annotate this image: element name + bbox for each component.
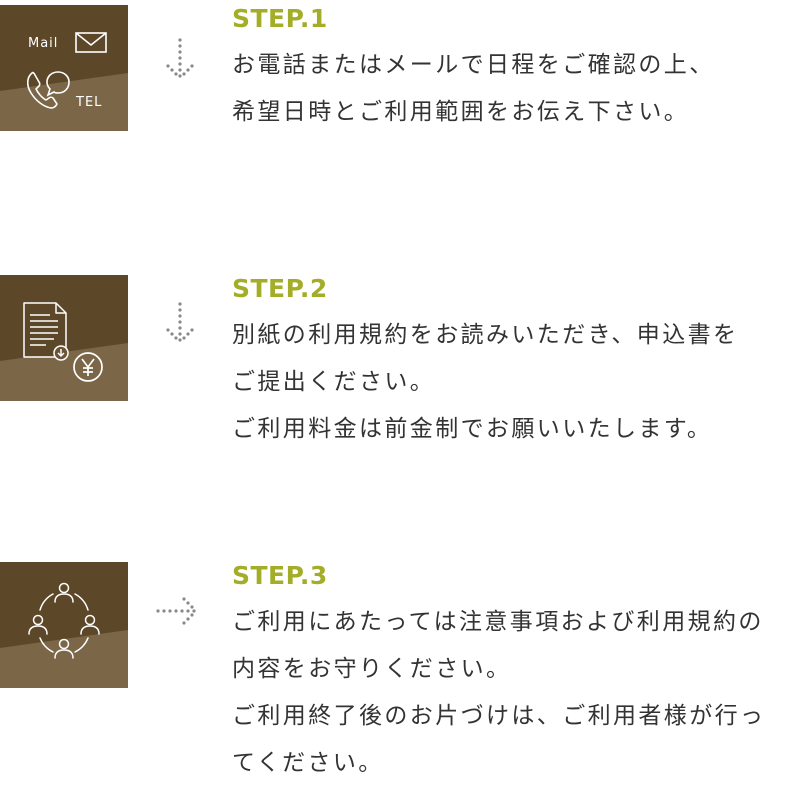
step-2-line-2: ご提出ください。 xyxy=(232,369,436,395)
person-right-icon xyxy=(80,614,100,635)
step-1-icon-tile: Mail TEL xyxy=(0,5,128,131)
person-top-icon xyxy=(54,582,74,603)
yen-coin-icon xyxy=(73,352,103,382)
step-2-line-3: ご利用料金は前金制でお願いいたします。 xyxy=(232,416,713,442)
mail-tel-icon xyxy=(26,32,107,109)
step-3-line-1: ご利用にあたっては注意事項および利用規約の xyxy=(232,609,764,635)
step-3-title: STEP.3 xyxy=(232,561,328,590)
step-3-line-4: てください。 xyxy=(232,750,384,776)
step-3-icon-tile xyxy=(0,562,128,688)
step-2-title: STEP.2 xyxy=(232,274,328,303)
right-arrow-icon xyxy=(156,597,196,625)
phone-icon xyxy=(26,71,58,109)
step-1-title: STEP.1 xyxy=(232,4,328,33)
step-3-line-3: ご利用終了後のお片づけは、ご利用者様が行っ xyxy=(232,703,766,729)
step-2-icon-tile xyxy=(0,275,128,401)
down-arrow-icon xyxy=(166,302,194,342)
step-1-line-2: 希望日時とご利用範囲をお伝え下さい。 xyxy=(232,99,690,125)
document-yen-icon xyxy=(23,302,103,382)
down-arrow-icon xyxy=(166,38,194,78)
people-circle-icon xyxy=(28,582,100,659)
download-circle-icon xyxy=(53,345,69,361)
envelope-icon xyxy=(75,32,107,53)
tile-background xyxy=(0,5,128,131)
speech-bubble-icon xyxy=(46,71,70,97)
person-bottom-icon xyxy=(54,638,74,659)
step-3-description: ご利用にあたっては注意事項および利用規約の 内容をお守りください。 ご利用終了後… xyxy=(232,599,792,787)
document-icon xyxy=(23,302,67,358)
mail-label: Mail xyxy=(28,36,59,51)
person-left-icon xyxy=(28,614,48,635)
step-3-line-2: 内容をお守りください。 xyxy=(232,656,512,682)
step-1-line-1: お電話またはメールで日程をご確認の上、 xyxy=(232,52,715,78)
step-2-line-1: 別紙の利用規約をお読みいただき、申込書を xyxy=(232,322,739,348)
tel-label: TEL xyxy=(76,95,103,110)
step-2-description: 別紙の利用規約をお読みいただき、申込書を ご提出ください。 ご利用料金は前金制で… xyxy=(232,312,792,453)
step-1-description: お電話またはメールで日程をご確認の上、 希望日時とご利用範囲をお伝え下さい。 xyxy=(232,42,792,136)
